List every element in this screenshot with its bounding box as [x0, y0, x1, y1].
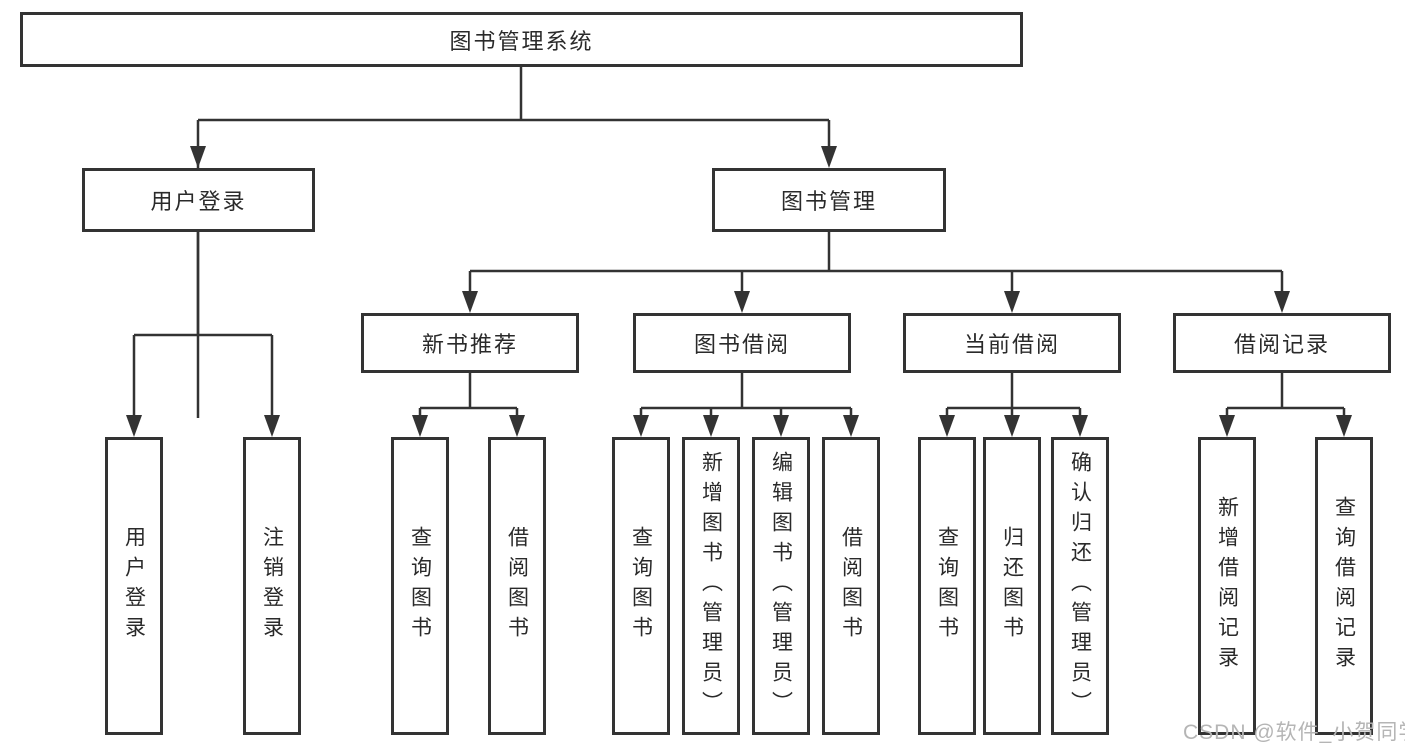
leaf-recommend-borrow-book: 借阅图书: [488, 437, 546, 735]
leaf-current-query-book: 查询图书: [918, 437, 976, 735]
leaf-borrowing-add-book-admin: 新增图书（管理员）: [682, 437, 740, 735]
leaf-label: 编辑图书（管理员）: [769, 451, 793, 721]
node-label: 新书推荐: [421, 332, 518, 357]
node-book-borrowing: 图书借阅: [633, 313, 851, 373]
csdn-watermark: CSDN @软件_小贺同学: [1183, 721, 1405, 744]
leaf-records-query-record: 查询借阅记录: [1315, 437, 1373, 735]
node-label: 借阅记录: [1233, 332, 1330, 357]
leaf-label: 确认归还（管理员）: [1068, 451, 1092, 721]
node-borrowing-records: 借阅记录: [1173, 313, 1391, 373]
node-new-book-recommendation: 新书推荐: [361, 313, 579, 373]
node-current-borrowing: 当前借阅: [903, 313, 1121, 373]
node-label: 图书借阅: [693, 332, 790, 357]
node-library-management-system: 图书管理系统: [20, 12, 1023, 67]
leaf-records-add-record: 新增借阅记录: [1198, 437, 1256, 735]
node-label: 用户登录: [150, 189, 247, 214]
leaf-logout: 注销登录: [243, 437, 301, 735]
leaf-recommend-query-book: 查询图书: [391, 437, 449, 735]
leaf-label: 新增借阅记录: [1215, 496, 1239, 676]
leaf-label: 借阅图书: [505, 526, 529, 646]
leaf-borrowing-query-book: 查询图书: [612, 437, 670, 735]
leaf-current-confirm-return-admin: 确认归还（管理员）: [1051, 437, 1109, 735]
leaf-label: 新增图书（管理员）: [699, 451, 723, 721]
leaf-borrowing-edit-book-admin: 编辑图书（管理员）: [752, 437, 810, 735]
node-label: 图书管理系统: [449, 28, 594, 54]
leaf-label: 查询图书: [408, 526, 432, 646]
leaf-label: 注销登录: [260, 526, 284, 646]
node-book-management: 图书管理: [712, 168, 946, 232]
leaf-user-login: 用户登录: [105, 437, 163, 735]
leaf-label: 借阅图书: [839, 526, 863, 646]
leaf-label: 用户登录: [122, 526, 146, 646]
node-user-login: 用户登录: [82, 168, 315, 232]
leaf-label: 归还图书: [1000, 526, 1024, 646]
leaf-borrowing-borrow-book: 借阅图书: [822, 437, 880, 735]
leaf-current-return-book: 归还图书: [983, 437, 1041, 735]
node-label: 图书管理: [780, 189, 877, 214]
leaf-label: 查询图书: [935, 526, 959, 646]
leaf-label: 查询借阅记录: [1332, 496, 1356, 676]
node-label: 当前借阅: [963, 332, 1060, 357]
leaf-label: 查询图书: [629, 526, 653, 646]
